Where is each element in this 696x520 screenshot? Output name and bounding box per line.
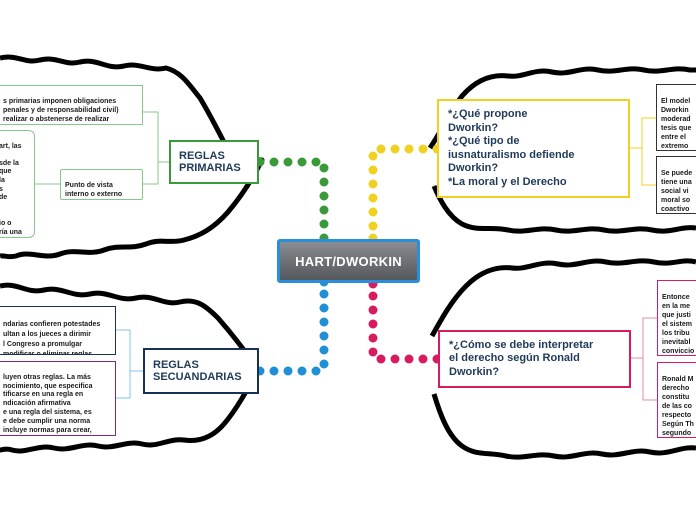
dot-connector-secundarias (255, 277, 329, 376)
sub-node-punto-de-vista[interactable]: Punto de vista interno o externo (derech… (60, 169, 143, 200)
sub-node-hart[interactable]: art, las sde la que la s de io o ría una… (0, 130, 35, 238)
connectors-secundarias (116, 329, 143, 399)
dots-pink-dot (368, 347, 378, 357)
sub-node-otras-reglas-text: luyen otras reglas. La más nocimiento, q… (3, 373, 93, 434)
node-reglas-secundarias-label: REGLAS SECUANDARIAS (153, 359, 242, 383)
node-que-propone-dworkin-label: *¿Qué propone Dworkin? *¿Qué tipo de ius… (448, 108, 575, 188)
dots-yellow-dot (368, 179, 378, 189)
dots-blue-dot (319, 359, 329, 369)
dots-green-dot (319, 163, 329, 173)
dots-pink-dot (390, 354, 400, 364)
sub-node-otras-reglas[interactable]: luyen otras reglas. La más nocimiento, q… (0, 361, 116, 436)
connectors-propone (630, 117, 656, 186)
dots-green-dot (319, 219, 329, 229)
dots-blue-dot (319, 289, 329, 299)
dot-connector-primarias (255, 157, 329, 243)
dots-green-dot (283, 157, 293, 167)
center-node-label: HART/DWORKIN (295, 253, 402, 269)
sub-node-entonces[interactable]: Entonce en la me que justi el sistem los… (657, 280, 696, 356)
dots-yellow-dot (390, 144, 400, 154)
branch-shape-interpretar (429, 258, 696, 460)
dots-pink-dot (418, 354, 428, 364)
dots-blue-dot (319, 345, 329, 355)
node-reglas-primarias-label: REGLAS PRIMARIAS (179, 150, 241, 174)
center-node[interactable]: HART/DWORKIN (277, 239, 420, 283)
dots-blue-dot (319, 317, 329, 327)
dots-green-dot (319, 205, 329, 215)
sub-node-entonces-text: Entonce en la me que justi el sistem los… (662, 294, 695, 355)
dots-pink-dot (368, 333, 378, 343)
sub-node-potestades-text: ndarias confieren potestades ultan a los… (3, 321, 101, 355)
dots-blue-dot (283, 366, 293, 376)
dot-connector-interpretar (368, 279, 442, 364)
dots-green-dot (297, 157, 307, 167)
dots-yellow-dot (376, 144, 386, 154)
connectors-primarias (35, 111, 169, 185)
sub-node-modelo-dworkin-text: El model Dworkin moderad tesis que entre… (661, 98, 692, 150)
node-como-interpretar[interactable]: *¿Cómo se debe interpretar el derecho se… (438, 330, 631, 388)
connectors-interpretar (631, 317, 657, 401)
sub-node-ronald[interactable]: Ronald M derecho constitu de las co resp… (657, 362, 696, 438)
dots-pink-dot (404, 354, 414, 364)
sub-node-se-pueden-text: Se puede tiene una social vi moral so co… (661, 170, 693, 213)
sub-node-obligaciones[interactable]: s primarias imponen obligaciones penales… (0, 85, 143, 125)
dots-yellow-dot (368, 221, 378, 231)
branch-shape-propone (427, 66, 696, 234)
dot-connector-propone (368, 144, 442, 243)
dots-yellow-dot (368, 165, 378, 175)
node-reglas-secundarias[interactable]: REGLAS SECUANDARIAS (143, 348, 259, 394)
dots-blue-dot (269, 366, 279, 376)
dots-green-dot (269, 157, 279, 167)
dots-yellow-dot (418, 144, 428, 154)
dots-yellow-dot (368, 193, 378, 203)
sub-node-modelo-dworkin[interactable]: El model Dworkin moderad tesis que entre… (656, 84, 696, 151)
sub-node-se-pueden[interactable]: Se puede tiene una social vi moral so co… (656, 156, 696, 214)
dots-yellow-dot (404, 144, 414, 154)
dots-green-dot (311, 157, 321, 167)
dots-blue-dot (311, 366, 321, 376)
dots-yellow-dot (368, 151, 378, 161)
dots-green-dot (319, 191, 329, 201)
dots-pink-dot (376, 354, 386, 364)
sub-node-potestades[interactable]: ndarias confieren potestades ultan a los… (0, 306, 116, 355)
sub-node-punto-de-vista-text: Punto de vista interno o externo (derech… (65, 182, 123, 198)
sub-node-ronald-text: Ronald M derecho constitu de las co resp… (662, 376, 694, 437)
dots-yellow-dot (368, 207, 378, 217)
dots-pink-dot (368, 291, 378, 301)
sub-node-obligaciones-text: s primarias imponen obligaciones penales… (3, 98, 119, 123)
sub-node-hart-text: art, las sde la que la s de io o ría una… (0, 142, 22, 236)
node-como-interpretar-label: *¿Cómo se debe interpretar el derecho se… (449, 338, 594, 378)
dots-blue-dot (319, 303, 329, 313)
dots-green-dot (319, 177, 329, 187)
dots-blue-dot (297, 366, 307, 376)
dots-pink-dot (368, 319, 378, 329)
dots-blue-dot (319, 331, 329, 341)
branch-shape-secundarias (0, 282, 261, 454)
node-reglas-primarias[interactable]: REGLAS PRIMARIAS (169, 140, 259, 184)
dots-pink-dot (368, 305, 378, 315)
node-que-propone-dworkin[interactable]: *¿Qué propone Dworkin? *¿Qué tipo de ius… (437, 99, 630, 198)
